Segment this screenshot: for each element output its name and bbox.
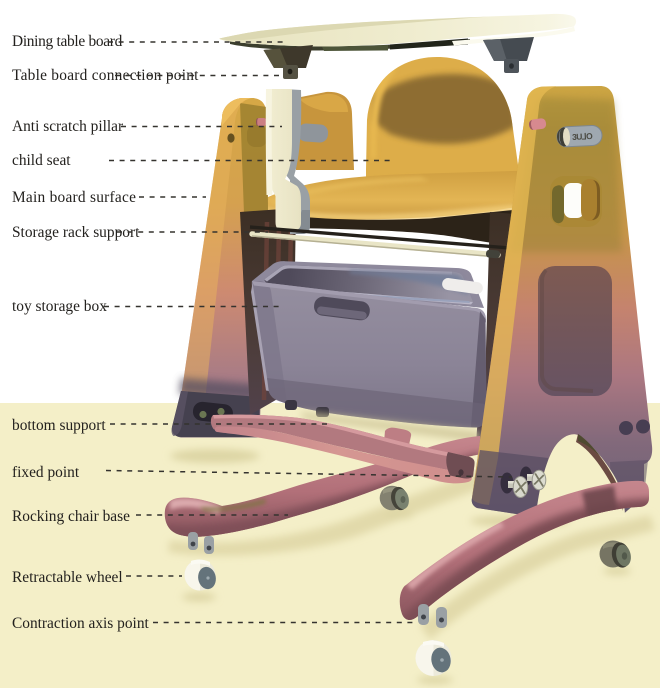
svg-text:toy storage box: toy storage box xyxy=(12,298,107,315)
svg-text:bottom support: bottom support xyxy=(12,417,106,434)
svg-text:Rocking chair base: Rocking chair base xyxy=(12,508,130,525)
svg-text:Table board connection point: Table board connection point xyxy=(12,67,199,84)
svg-text:Storage rack support: Storage rack support xyxy=(12,224,140,241)
svg-text:Dining table board: Dining table board xyxy=(12,33,123,50)
svg-text:child seat: child seat xyxy=(12,152,71,169)
svg-text:fixed point: fixed point xyxy=(12,464,80,481)
svg-text:Contraction axis point: Contraction axis point xyxy=(12,615,150,632)
svg-text:Anti scratch pillar: Anti scratch pillar xyxy=(12,118,123,135)
svg-text:Retractable wheel: Retractable wheel xyxy=(12,569,123,586)
svg-text:3U⅃O: 3U⅃O xyxy=(572,131,594,142)
svg-text:Main board surface: Main board surface xyxy=(12,189,136,206)
